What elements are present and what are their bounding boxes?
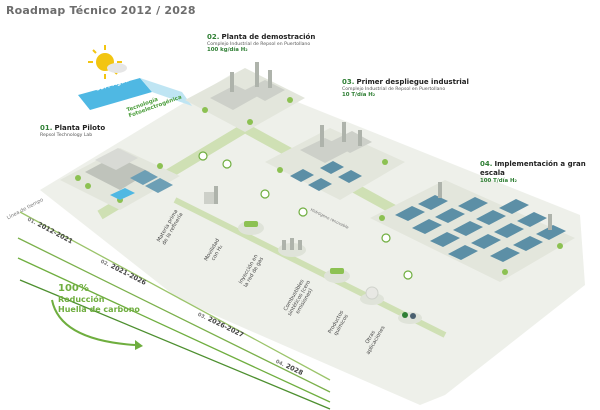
carbon-percent: 100% (58, 283, 89, 294)
stage-04-number: 04. (480, 160, 493, 168)
stage-03-number: 03. (342, 78, 355, 86)
carbon-line-2: Huella de carbono (58, 305, 140, 315)
stage-03: 03. Primer despliegue industrial Complej… (342, 78, 469, 99)
plant-04 (370, 180, 575, 282)
uses-icons (204, 186, 422, 324)
stage-02-name: Planta de demostración (221, 33, 316, 41)
stage-01-name: Planta Piloto (54, 124, 106, 132)
stage-04-capacity: 100 T/día H₂ (480, 177, 517, 184)
stage-01-sub: Repsol Technology Lab (40, 132, 93, 138)
carbon-line-1: Reducción (58, 295, 105, 304)
uses-road (173, 197, 447, 338)
stage-01: 01. Planta Piloto Repsol Technology Lab (40, 124, 105, 138)
base-platform (40, 75, 585, 405)
vehicle-icon (324, 268, 350, 283)
timeline-lines (17, 211, 331, 410)
barrels-icon (398, 312, 422, 324)
stage-02-sub: Complejo Industrial de Repsol en Puertol… (207, 41, 311, 47)
plant-01 (60, 148, 180, 210)
stage-02-number: 02. (207, 33, 220, 41)
car-icon (238, 221, 264, 235)
refinery-icon (204, 186, 218, 204)
gas-tanks-icon (278, 238, 306, 257)
stage-04: 04. Implementación a gran escala 100 T/d… (480, 160, 600, 184)
stage-03-sub: Complejo Industrial de Repsol en Puertol… (342, 86, 446, 92)
stage-04-name: Implementación a gran escala (480, 160, 586, 177)
plant-03 (265, 122, 405, 200)
stage-02: 02. Planta de demostración Complejo Indu… (207, 33, 315, 54)
plant-02 (185, 62, 305, 132)
carbon-arrowhead (135, 340, 143, 350)
stage-02-capacity: 100 kg/día H₂ (207, 47, 248, 54)
chemical-tank-icon (360, 286, 384, 305)
stage-03-name: Primer despliegue industrial (356, 78, 469, 86)
water-panel (78, 78, 152, 110)
carbon-arrow (51, 299, 136, 346)
stage-01-number: 01. (40, 124, 53, 132)
stage-03-capacity: 10 T/día H₂ (342, 92, 376, 99)
carbon-reduction: 100% Reducción Huella de carbono (58, 282, 140, 316)
page-title: Roadmap Técnico 2012 / 2028 (6, 4, 196, 17)
sun-icon (88, 45, 127, 79)
h2-markers (198, 151, 413, 280)
